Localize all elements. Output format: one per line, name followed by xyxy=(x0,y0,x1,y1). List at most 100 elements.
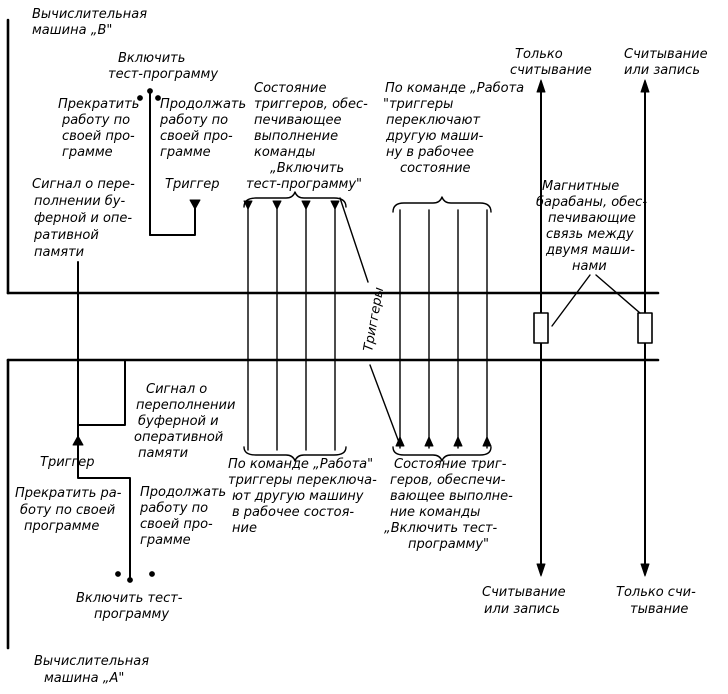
a-trigger-states-line4: ние команды xyxy=(390,505,480,520)
a-stop-own-line2: боту по своей xyxy=(20,503,115,518)
b-switch-command-line6: состояние xyxy=(400,161,471,176)
drums-line5: двумя маши- xyxy=(545,243,635,258)
read-only-top-line2: считывание xyxy=(510,63,592,78)
a-trigger-states-line6: программу" xyxy=(408,537,489,552)
b-contact-continue xyxy=(155,95,161,101)
b-switch-command-line3: переключают xyxy=(386,113,480,128)
drums-line3: печивающие xyxy=(548,211,636,226)
machine-a-label: Вычислительная машина „А" xyxy=(34,654,149,686)
b-switch-command-group: По команде „Работа "триггеры переключают… xyxy=(383,81,524,449)
a-continue-own-line3: своей про- xyxy=(140,517,213,532)
b-trigger-states-line7: тест-программу" xyxy=(246,177,362,192)
a-contact-continue xyxy=(149,571,155,577)
a-stop-own-line3: программе xyxy=(24,519,99,534)
a-overflow-line3: буферной и xyxy=(138,414,219,429)
b-switch-command-line4: другую маши- xyxy=(385,129,484,144)
a-trigger-state-group: Состояние триг- геров, обеспечи- вающее … xyxy=(384,436,513,552)
b-trigger-states-line1: Состояние xyxy=(254,81,326,96)
a-overflow-line1: Сигнал о xyxy=(146,382,207,397)
b-overflow-line1: Сигнал о пере- xyxy=(32,177,135,192)
b-overflow-line3: ферной и опе- xyxy=(34,211,132,226)
read-write-top-line1: Считывание xyxy=(624,47,708,62)
read-write-top-line2: или запись xyxy=(624,63,700,78)
machine-a-trigger: Триггер xyxy=(40,435,95,470)
b-trigger-state-group: Состояние триггеров, обес- печивающее вы… xyxy=(243,81,368,451)
b-contact-stop xyxy=(137,95,143,101)
a-switch-command-line1: По команде „Работа" xyxy=(228,457,373,472)
b-trigger-states-line2: триггеров, обес- xyxy=(254,97,368,112)
b-trigger-states-line4: выполнение xyxy=(254,129,338,144)
a-contact-test xyxy=(127,577,133,583)
b-overflow-line5: памяти xyxy=(34,245,84,260)
read-only-top-line1: Только xyxy=(515,47,563,62)
b-stop-own-line3: своей про- xyxy=(62,129,135,144)
a-overflow-line5: памяти xyxy=(138,446,188,461)
a-continue-own-line1: Продолжать xyxy=(140,485,226,500)
a-overflow-line2: переполнении xyxy=(136,398,235,413)
machine-b-label-line2: машина „В" xyxy=(32,23,112,38)
drum-channel-right: Считывание или запись xyxy=(624,47,708,577)
a-enable-test-line2: программу xyxy=(94,607,169,622)
b-stop-own-line4: грамме xyxy=(62,145,113,160)
a-trigger-marker xyxy=(72,435,84,446)
a-trigger-states-line5: „Включить тест- xyxy=(384,521,498,536)
b-stop-own-line1: Прекратить xyxy=(58,97,139,112)
magnetic-drums-callout: Магнитные барабаны, обес- печивающие свя… xyxy=(536,179,647,327)
machine-b-label-line1: Вычислительная xyxy=(32,7,147,22)
a-trigger-label: Триггер xyxy=(40,455,95,470)
drum-channel-left: Только считывание xyxy=(510,47,592,577)
machine-b-switch: Включить тест-программу Прекратить работ… xyxy=(58,51,246,236)
b-continue-own-line1: Продолжать xyxy=(160,97,246,112)
a-trigger-states-line2: геров, обеспечи- xyxy=(390,473,506,488)
a-continue-own-line2: работу по xyxy=(139,501,208,516)
b-stop-own-line2: работу по xyxy=(61,113,130,128)
b-overflow-line2: полнении бу- xyxy=(34,194,125,209)
b-continue-own-line3: своей про- xyxy=(160,129,233,144)
b-trigger-states-line3: печивающее xyxy=(254,113,341,128)
drum-bottom-labels: Считывание или запись Только счи- тывани… xyxy=(482,585,696,617)
machine-a-label-line2: машина „А" xyxy=(44,671,124,686)
machine-a-label-line1: Вычислительная xyxy=(34,654,149,669)
a-switch-command-line4: в рабочее состоя- xyxy=(232,505,354,520)
machine-b-trigger: Триггер xyxy=(165,177,220,210)
a-continue-own-line4: грамме xyxy=(140,533,191,548)
a-switch-command-line5: ние xyxy=(232,521,257,536)
triggers-vertical-text: Триггеры xyxy=(361,286,387,352)
triggers-label: Триггеры xyxy=(339,197,401,446)
read-write-bottom-line1: Считывание xyxy=(482,585,566,600)
a-overflow-signal: Сигнал о переполнении буферной и операти… xyxy=(77,359,235,461)
a-trigger-states-line1: Состояние триг- xyxy=(394,457,507,472)
b-trigger-states-line6: „Включить xyxy=(270,161,344,176)
machine-a-frame xyxy=(6,358,660,650)
a-stop-own-line1: Прекратить ра- xyxy=(15,486,122,501)
a-switch-command-line2: триггеры переключа- xyxy=(228,473,377,488)
b-continue-own-line4: грамме xyxy=(160,145,211,160)
read-write-bottom-line2: или запись xyxy=(484,602,560,617)
b-overflow-signal: Сигнал о пере- полнении бу- ферной и опе… xyxy=(32,177,135,438)
read-only-bottom-line1: Только счи- xyxy=(616,585,696,600)
b-switch-command-line1: По команде „Работа xyxy=(385,81,524,96)
a-overflow-line4: оперативной xyxy=(134,430,223,445)
a-switch-command-line3: ют другую машину xyxy=(232,489,364,504)
b-overflow-line4: ративной xyxy=(33,228,99,243)
b-switch-command-line5: ну в рабочее xyxy=(386,145,474,160)
machine-b-frame xyxy=(6,18,660,295)
drums-line1: Магнитные xyxy=(542,179,619,194)
machine-b-label: Вычислительная машина „В" xyxy=(32,7,147,38)
b-switch-command-line2: "триггеры xyxy=(383,97,453,112)
drums-line4: связь между xyxy=(546,227,634,242)
b-trigger-marker xyxy=(189,199,201,210)
b-continue-own-line2: работу по xyxy=(159,113,228,128)
drums-line6: нами xyxy=(572,259,607,274)
drum-box-right xyxy=(637,312,653,344)
a-switch-command-group: По команде „Работа" триггеры переключа- … xyxy=(228,446,377,536)
b-enable-test-line1: Включить xyxy=(118,51,185,66)
a-trigger-states-line3: вающее выполне- xyxy=(390,489,513,504)
b-enable-test-line2: тест-программу xyxy=(108,67,218,82)
a-contact-stop xyxy=(115,571,121,577)
read-only-bottom-line2: тывание xyxy=(630,602,688,617)
drums-line2: барабаны, обес- xyxy=(536,195,647,210)
a-enable-test-line1: Включить тест- xyxy=(76,591,183,606)
b-trigger-states-line5: команды xyxy=(254,145,315,160)
